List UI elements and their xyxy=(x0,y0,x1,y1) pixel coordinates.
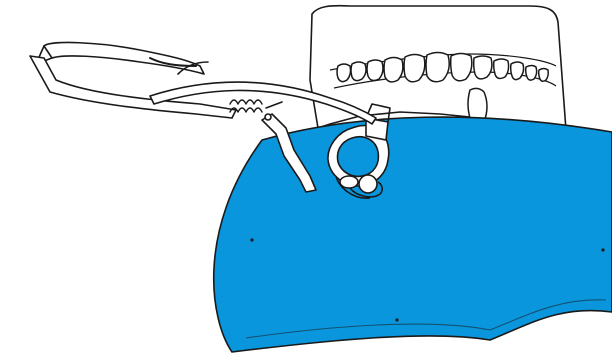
rubber-dam-sheet xyxy=(214,117,612,352)
